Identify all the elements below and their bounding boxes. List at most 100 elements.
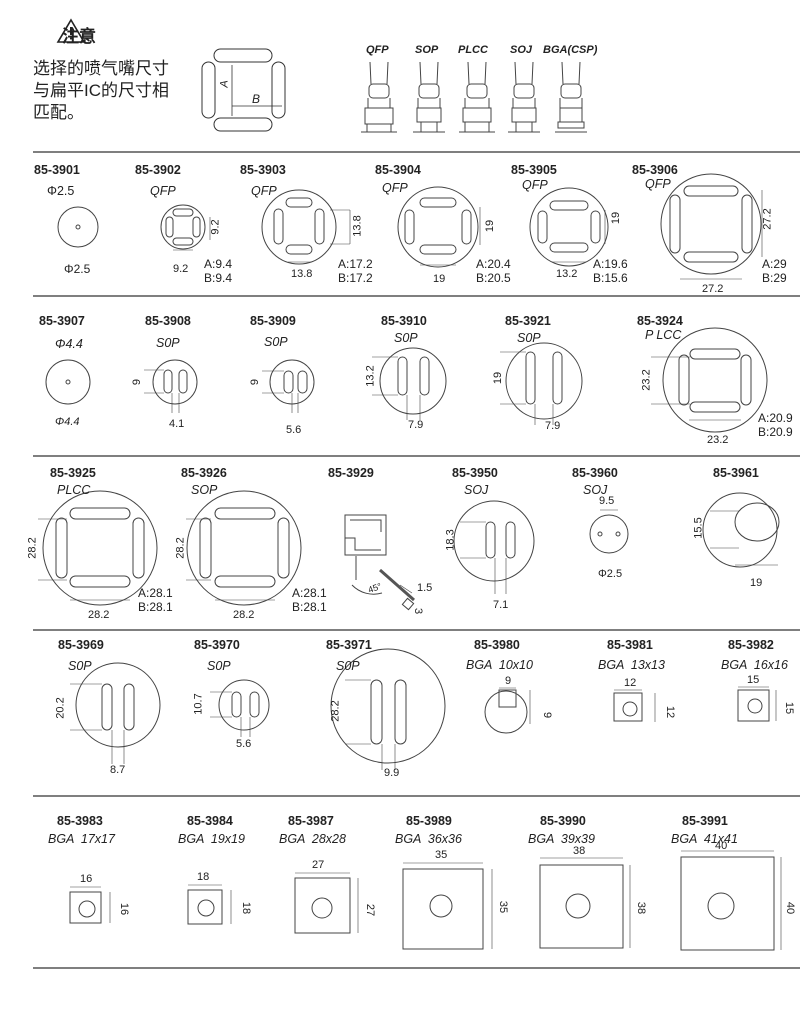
dim-3906-w: 27.2 <box>702 283 724 295</box>
dim-3970-h: 10.7 <box>192 693 205 715</box>
nozzle-type-qfp: QFP <box>366 44 389 56</box>
dim-3981-w: 12 <box>624 677 637 689</box>
type-3910: S0P <box>394 331 418 345</box>
type-3907: Φ4.4 <box>55 337 83 351</box>
code-3983: 85-3983 <box>57 814 103 828</box>
note-title: 注意 <box>62 27 96 46</box>
nozzle-3929-drawing <box>344 514 415 611</box>
code-3990: 85-3990 <box>540 814 586 828</box>
dim-3906-h: 27.2 <box>761 208 774 230</box>
nozzle-3970-drawing <box>210 679 270 737</box>
type-3984: BGA 19x19 <box>178 832 245 846</box>
nozzle-3925-drawing <box>38 490 158 606</box>
dim-3984-w: 18 <box>197 871 210 883</box>
nozzle-3903-drawing <box>261 189 351 265</box>
dim-3981-h: 12 <box>664 705 677 719</box>
dim-3970-w: 5.6 <box>236 738 252 750</box>
ab-3905-b: B:15.6 <box>593 271 628 285</box>
type-3960: SOJ <box>583 483 608 497</box>
dim-3904-h: 19 <box>484 219 497 233</box>
code-3969: 85-3969 <box>58 638 104 652</box>
nozzle-3924-drawing <box>651 327 768 433</box>
code-3971: 85-3971 <box>326 638 372 652</box>
type-3901: Φ2.5 <box>47 184 75 198</box>
ab-3904-b: B:20.5 <box>476 271 511 285</box>
ab-3925-a: A:28.1 <box>138 586 173 600</box>
dim-3908-h: 9 <box>131 378 144 386</box>
ab-3906-b: B:29 <box>762 271 787 285</box>
type-3991: BGA 41x41 <box>671 832 738 846</box>
nozzle-3982-drawing <box>737 686 777 722</box>
type-3906: QFP <box>645 177 671 191</box>
ab-3905-a: A:19.6 <box>593 257 628 271</box>
dim-3921-w: 7.9 <box>545 420 561 432</box>
dim-3950-w: 7.1 <box>493 599 509 611</box>
dim-3987-h: 27 <box>364 903 377 917</box>
dim-3910-h: 13.2 <box>364 365 377 387</box>
code-3902: 85-3902 <box>135 163 181 177</box>
code-3987: 85-3987 <box>288 814 334 828</box>
type-3925: PLCC <box>57 483 91 497</box>
type-3989: BGA 36x36 <box>395 832 462 846</box>
ab-3925-b: B:28.1 <box>138 600 173 614</box>
nozzle-3980-drawing <box>484 687 531 734</box>
dim-3907: Φ4.4 <box>55 416 80 428</box>
dim-3902-w: 9.2 <box>173 263 189 275</box>
nozzle-type-sop: SOP <box>415 44 439 56</box>
ab-illustration-icon <box>201 48 286 132</box>
dim-3990-h: 38 <box>635 901 648 915</box>
nozzle-type-soj: SOJ <box>510 44 533 56</box>
dim-3961-w: 19 <box>750 577 763 589</box>
dim-3905-w: 13.2 <box>556 268 578 280</box>
dim-3969-h: 20.2 <box>54 697 67 719</box>
dim-3929-a: 1.5 <box>417 582 433 594</box>
nozzle-3950-drawing <box>453 500 535 594</box>
nozzle-type-plcc: PLCC <box>458 44 488 56</box>
dim-3908-w: 4.1 <box>169 418 185 430</box>
dim-3909-h: 9 <box>249 378 262 386</box>
type-3921: S0P <box>517 331 541 345</box>
ab-3906-a: A:29 <box>762 257 787 271</box>
dim-3960-d: Φ2.5 <box>598 568 623 580</box>
code-3904: 85-3904 <box>375 163 421 177</box>
dim-3929-b: 3 <box>412 607 425 615</box>
note-line-2: 与扁平IC的尺寸相 <box>33 81 169 100</box>
ab-3924-a: A:20.9 <box>758 411 793 425</box>
code-3901: 85-3901 <box>34 163 80 177</box>
dim-3903-h: 13.8 <box>351 215 364 237</box>
code-3960: 85-3960 <box>572 466 618 480</box>
type-3969: S0P <box>68 659 92 673</box>
dim-3926-h: 28.2 <box>174 537 187 559</box>
code-3925: 85-3925 <box>50 466 96 480</box>
nozzle-3901-drawing <box>57 206 99 248</box>
type-3902: QFP <box>150 184 176 198</box>
ab-3924-b: B:20.9 <box>758 425 793 439</box>
dim-3924-h: 23.2 <box>640 369 653 391</box>
dim-3982-w: 15 <box>747 674 760 686</box>
label-a: A <box>218 80 231 88</box>
code-3991: 85-3991 <box>682 814 728 828</box>
dim-3989-w: 35 <box>435 849 448 861</box>
nozzle-3909-drawing <box>262 359 315 413</box>
nozzle-3984-drawing <box>187 884 232 925</box>
ab-3904-a: A:20.4 <box>476 257 511 271</box>
dim-3991-w: 40 <box>715 840 728 852</box>
dim-3961-h: 15.5 <box>692 517 705 539</box>
dim-3991-h: 40 <box>784 901 797 915</box>
ab-3926-b: B:28.1 <box>292 600 327 614</box>
dim-3969-w: 8.7 <box>110 764 126 776</box>
code-3929: 85-3929 <box>328 466 374 480</box>
code-3980: 85-3980 <box>474 638 520 652</box>
nozzle-3906-drawing <box>660 173 763 280</box>
type-3924: P LCC <box>645 328 682 342</box>
code-3909: 85-3909 <box>250 314 296 328</box>
dim-3990-w: 38 <box>573 845 586 857</box>
dim-3909-w: 5.6 <box>286 424 302 436</box>
nozzle-3981-drawing <box>613 689 656 722</box>
code-3970: 85-3970 <box>194 638 240 652</box>
type-3904: QFP <box>382 181 408 195</box>
nozzle-3907-drawing <box>45 359 91 405</box>
code-3961: 85-3961 <box>713 466 759 480</box>
type-3909: S0P <box>264 335 288 349</box>
type-3982: BGA 16x16 <box>721 658 788 672</box>
